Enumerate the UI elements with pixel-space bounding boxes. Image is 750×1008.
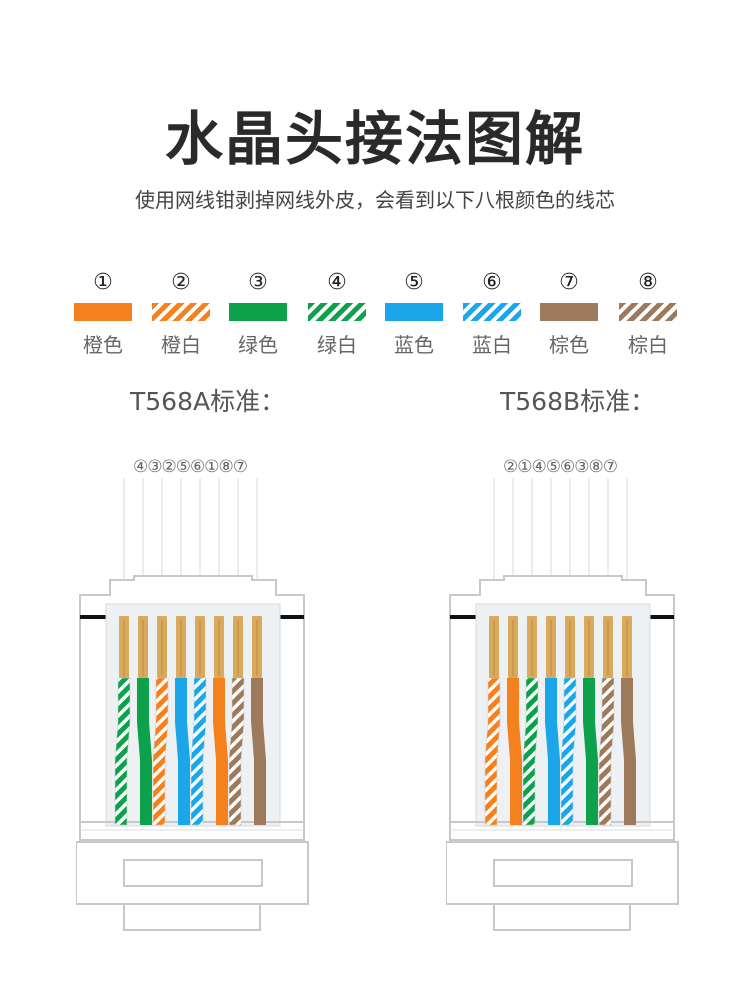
legend-number: ④	[327, 270, 347, 295]
legend-label: 橙色	[83, 333, 123, 357]
legend-item-3: ③ 绿色	[218, 268, 298, 358]
legend-item-7: ⑦ 棕色	[529, 268, 609, 358]
wire-7-棕白	[228, 677, 245, 826]
wire-4-蓝色	[545, 678, 560, 825]
pin-order-label: ②①④⑤⑥③⑧⑦	[503, 457, 617, 477]
color-swatch	[308, 303, 366, 321]
legend-label: 棕色	[549, 333, 589, 357]
page-subtitle: 使用网线钳剥掉网线外皮，会看到以下八根颜色的线芯	[135, 188, 615, 212]
legend-item-8: ⑧ 棕白	[608, 268, 688, 358]
wire-5-蓝白	[560, 677, 577, 826]
color-swatch	[229, 303, 287, 321]
legend-item-2: ② 橙白	[141, 268, 221, 358]
legend-number: ②	[171, 270, 191, 295]
t568a-connector-diagram: ④③②⑤⑥①⑧⑦	[76, 457, 309, 931]
t568a-label: T568A标准：	[130, 387, 286, 416]
wire-color-legend: ① 橙色 ② 橙白 ③ 绿色 ④ 绿白 ⑤ 蓝色 ⑥ 蓝白 ⑦ 棕色 ⑧ 棕白	[0, 268, 750, 368]
legend-number: ⑦	[559, 270, 579, 295]
page-title: 水晶头接法图解	[164, 105, 585, 173]
latch-tab	[493, 903, 631, 931]
legend-item-5: ⑤ 蓝色	[374, 268, 454, 358]
wire-1-绿白	[114, 677, 131, 826]
legend-label: 蓝色	[394, 333, 434, 357]
legend-number: ⑤	[404, 270, 424, 295]
legend-item-1: ① 橙色	[63, 268, 143, 358]
wire-7-棕白	[598, 677, 615, 826]
t568b-label: T568B标准：	[500, 387, 656, 416]
t568b-connector-diagram: ②①④⑤⑥③⑧⑦	[446, 457, 679, 931]
color-swatch	[385, 303, 443, 321]
legend-number: ③	[248, 270, 268, 295]
latch-tab	[123, 903, 261, 931]
wire-3-绿白	[522, 677, 539, 826]
legend-label: 绿白	[317, 333, 357, 357]
legend-label: 橙白	[161, 333, 201, 357]
wire-4-蓝色	[175, 678, 190, 825]
legend-number: ①	[93, 270, 113, 295]
legend-label: 蓝白	[472, 333, 512, 357]
boot-window	[493, 859, 633, 887]
wire-5-蓝白	[190, 677, 207, 826]
wire-6-绿色	[583, 678, 598, 825]
color-swatch	[463, 303, 521, 321]
boot-window	[123, 859, 263, 887]
wire-2-橙色	[507, 678, 522, 825]
pin-order-label: ④③②⑤⑥①⑧⑦	[133, 457, 247, 477]
wire-6-橙色	[213, 678, 228, 825]
wire-3-橙白	[152, 677, 169, 826]
wire-8-棕色	[251, 678, 266, 825]
color-swatch	[540, 303, 598, 321]
color-swatch	[152, 303, 210, 321]
wire-2-绿色	[137, 678, 152, 825]
wire-8-棕色	[621, 678, 636, 825]
legend-number: ⑥	[482, 270, 502, 295]
color-swatch	[619, 303, 677, 321]
legend-item-4: ④ 绿白	[297, 268, 377, 358]
legend-item-6: ⑥ 蓝白	[452, 268, 532, 358]
legend-number: ⑧	[638, 270, 658, 295]
legend-label: 绿色	[238, 333, 278, 357]
legend-label: 棕白	[628, 333, 668, 357]
wire-1-橙白	[484, 677, 501, 826]
color-swatch	[74, 303, 132, 321]
